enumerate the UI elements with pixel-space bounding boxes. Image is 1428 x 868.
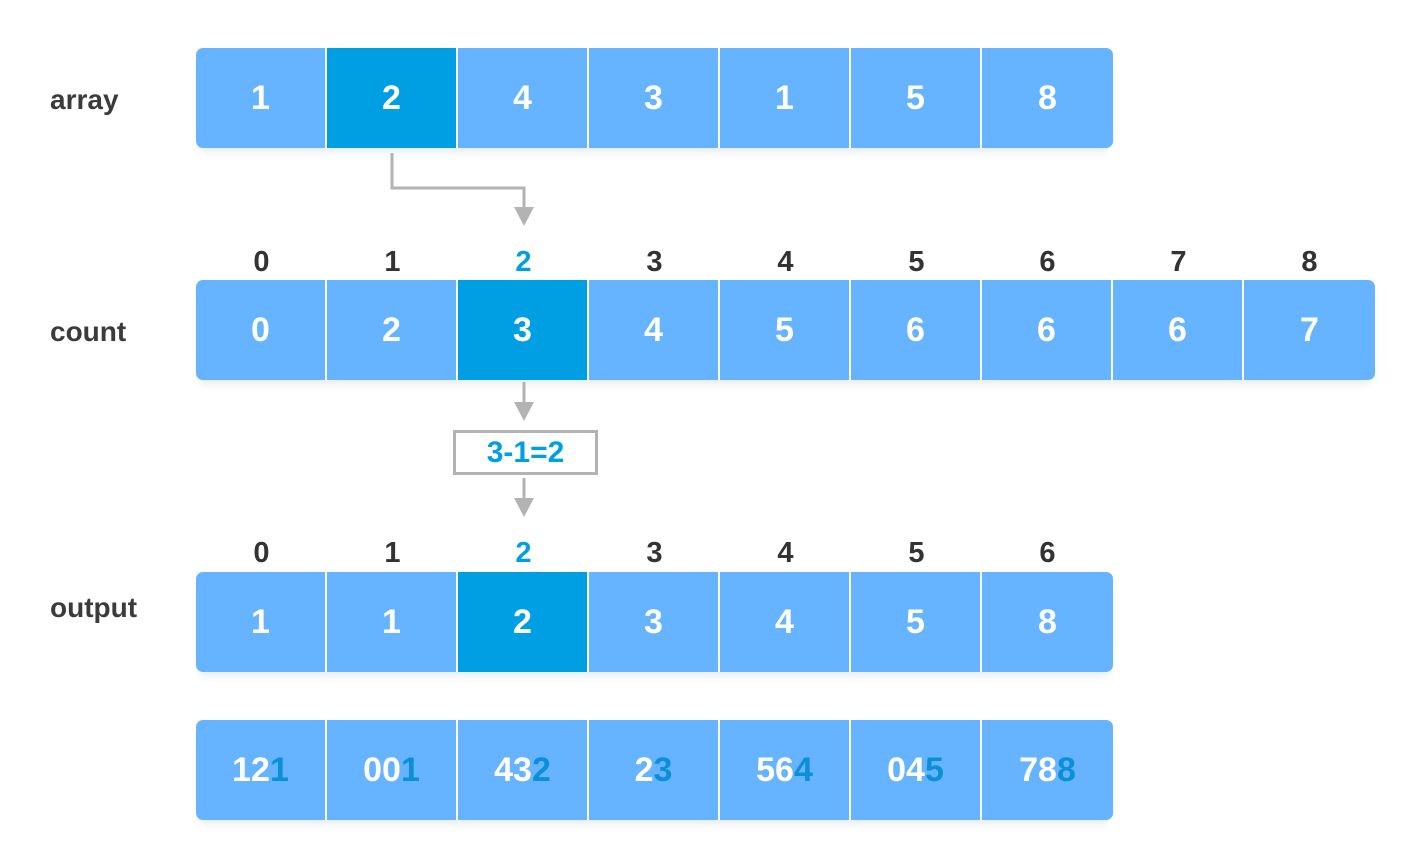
output-cell: 3 bbox=[589, 572, 720, 672]
number-prefix: 2 bbox=[634, 750, 654, 789]
count-index: 2 bbox=[515, 246, 532, 278]
count-cell: 2 bbox=[327, 280, 458, 380]
output-index: 5 bbox=[908, 537, 925, 569]
output-cell: 5 bbox=[851, 572, 982, 672]
count-index: 5 bbox=[908, 246, 925, 278]
current-digit: 4 bbox=[793, 750, 813, 789]
output-cell: 2 bbox=[458, 572, 589, 672]
output-index: 2 bbox=[515, 537, 532, 569]
output-index: 0 bbox=[253, 537, 270, 569]
count-index: 0 bbox=[253, 246, 270, 278]
output-cell: 8 bbox=[982, 572, 1113, 672]
count-cell: 7 bbox=[1244, 280, 1375, 380]
output-index: 3 bbox=[646, 537, 663, 569]
array-label: array bbox=[50, 84, 119, 115]
number-prefix: 12 bbox=[232, 750, 270, 789]
arrowhead-2 bbox=[514, 402, 534, 421]
count-index: 3 bbox=[646, 246, 663, 278]
number-prefix: 43 bbox=[494, 750, 532, 789]
count-cell: 0 bbox=[196, 280, 327, 380]
count-index: 8 bbox=[1301, 246, 1318, 278]
array-cell: 1 bbox=[196, 48, 327, 148]
count-index: 6 bbox=[1039, 246, 1056, 278]
output-index: 6 bbox=[1039, 537, 1056, 569]
current-digit: 2 bbox=[531, 750, 551, 789]
array-to-count-connector bbox=[390, 153, 526, 207]
count-index: 1 bbox=[384, 246, 401, 278]
arrowhead-1 bbox=[514, 207, 534, 226]
current-digit: 1 bbox=[269, 750, 289, 789]
count-cell: 6 bbox=[982, 280, 1113, 380]
array-cell: 5 bbox=[851, 48, 982, 148]
output-index: 4 bbox=[777, 537, 794, 569]
output-cell: 1 bbox=[327, 572, 458, 672]
count-cell: 6 bbox=[1113, 280, 1244, 380]
current-digit: 8 bbox=[1056, 750, 1076, 789]
array-cell: 3 bbox=[589, 48, 720, 148]
count-label: count bbox=[50, 316, 127, 347]
output-cell: 4 bbox=[720, 572, 851, 672]
array-cell: 4 bbox=[458, 48, 589, 148]
count-cell: 3 bbox=[458, 280, 589, 380]
arrowhead-3 bbox=[514, 498, 534, 517]
number-prefix: 04 bbox=[887, 750, 925, 789]
array-cell: 2 bbox=[327, 48, 458, 148]
array-cell: 8 bbox=[982, 48, 1113, 148]
output-index: 1 bbox=[384, 537, 401, 569]
count-index-row: 0 1 2 3 4 5 6 7 8 bbox=[196, 246, 1375, 278]
output-index-row: 0 1 2 3 4 5 6 bbox=[196, 537, 1113, 569]
count-index: 7 bbox=[1170, 246, 1187, 278]
count-cell: 5 bbox=[720, 280, 851, 380]
number-prefix: 56 bbox=[756, 750, 794, 789]
count-cell: 4 bbox=[589, 280, 720, 380]
count-index: 4 bbox=[777, 246, 794, 278]
array-cell: 1 bbox=[720, 48, 851, 148]
number-prefix: 78 bbox=[1019, 750, 1057, 789]
current-digit: 5 bbox=[924, 750, 944, 789]
current-digit: 1 bbox=[400, 750, 420, 789]
current-digit: 3 bbox=[653, 750, 673, 789]
output-cell: 1 bbox=[196, 572, 327, 672]
calculation-box: 3-1=2 bbox=[453, 430, 598, 475]
number-prefix: 00 bbox=[363, 750, 401, 789]
count-cell: 6 bbox=[851, 280, 982, 380]
output-label: output bbox=[50, 592, 138, 623]
